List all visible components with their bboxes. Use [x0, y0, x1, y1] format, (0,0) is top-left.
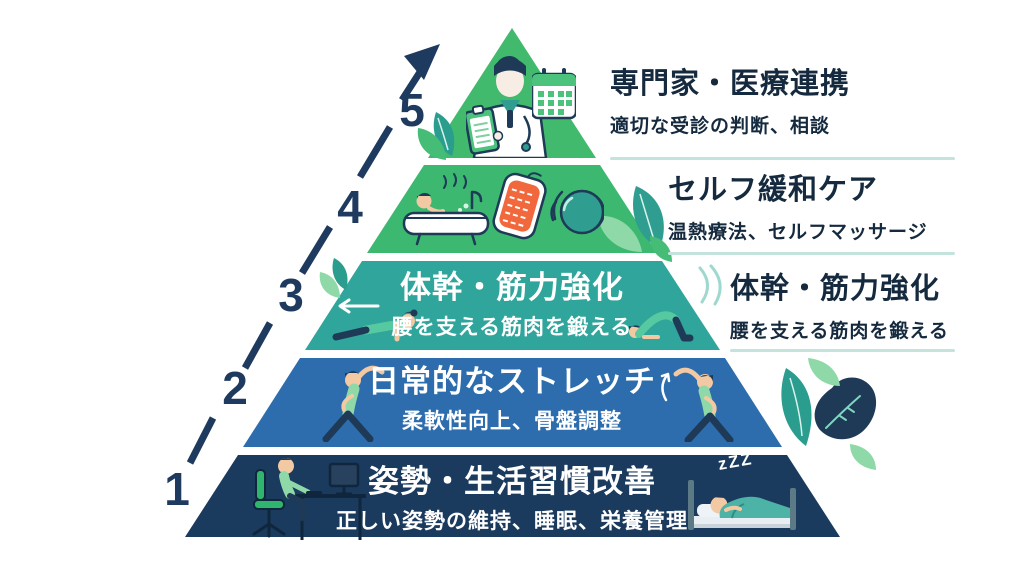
level-3-label: 体幹・筋力強化 腰を支える筋肉を鍛える — [212, 270, 812, 341]
level-2-title: 日常的なストレッチ — [368, 364, 656, 399]
bathtub-icon — [402, 173, 490, 246]
level-number-4: 4 — [337, 181, 363, 233]
annotation-level-3-subtitle: 腰を支える筋肉を鍛える — [730, 321, 949, 342]
leaf-decoration-level3-icon — [319, 258, 348, 298]
level-1-label: 姿勢・生活習慣改善 正しい姿勢の維持、睡眠、栄養管理 — [212, 464, 812, 535]
calendar-icon — [532, 68, 576, 120]
ascending-arrow-icon — [186, 44, 440, 465]
level-number-3: 3 — [278, 269, 304, 321]
doctor-icon — [466, 56, 548, 158]
level-number-2: 2 — [222, 362, 248, 414]
sleeping-person-icon — [688, 480, 796, 530]
annotation-level-3-title: 体幹・筋力強化 — [730, 273, 941, 305]
level-1-subtitle: 正しい姿勢の維持、睡眠、栄養管理 — [336, 509, 688, 533]
annotation-level-5: 専門家・医療連携 適切な受診の判断、相談 — [610, 70, 955, 162]
plank-pose-icon — [332, 298, 418, 342]
divider — [730, 349, 955, 352]
side-stretch-left-icon — [322, 365, 385, 442]
motion-arcs-icon — [698, 264, 722, 306]
divider — [610, 157, 955, 160]
bridge-pose-icon — [629, 311, 694, 342]
annotation-level-4: セルフ緩和ケア 温熱療法、セルフマッサージ — [668, 176, 955, 258]
annotation-level-3: 体幹・筋力強化 腰を支える筋肉を鍛える — [730, 275, 955, 355]
level-number-5: 5 — [399, 84, 425, 136]
level-2-subtitle: 柔軟性向上、骨盤調整 — [402, 409, 622, 433]
side-stretch-right-icon — [660, 367, 734, 442]
level-2-label: 日常的なストレッチ 柔軟性向上、骨盤調整 — [212, 364, 812, 435]
leaf-decoration-right-icon — [598, 186, 672, 262]
desk-posture-icon — [252, 458, 366, 540]
annotation-level-5-title: 専門家・医療連携 — [610, 68, 851, 100]
level-1-title: 姿勢・生活習慣改善 — [368, 464, 656, 499]
heating-pad-icon — [492, 172, 547, 240]
leaf-decoration-top-icon — [417, 112, 455, 160]
divider — [668, 252, 955, 255]
massage-ball-icon — [550, 189, 604, 235]
annotation-level-4-title: セルフ緩和ケア — [668, 174, 879, 206]
annotation-level-4-subtitle: 温熱療法、セルフマッサージ — [668, 222, 928, 243]
leaf-decoration-bottom-right-icon — [781, 358, 877, 470]
annotation-level-5-subtitle: 適切な受診の判断、相談 — [610, 116, 831, 137]
level-number-1: 1 — [164, 463, 190, 515]
level-3-title: 体幹・筋力強化 — [400, 270, 624, 305]
level-3-subtitle: 腰を支える筋肉を鍛える — [391, 315, 633, 339]
